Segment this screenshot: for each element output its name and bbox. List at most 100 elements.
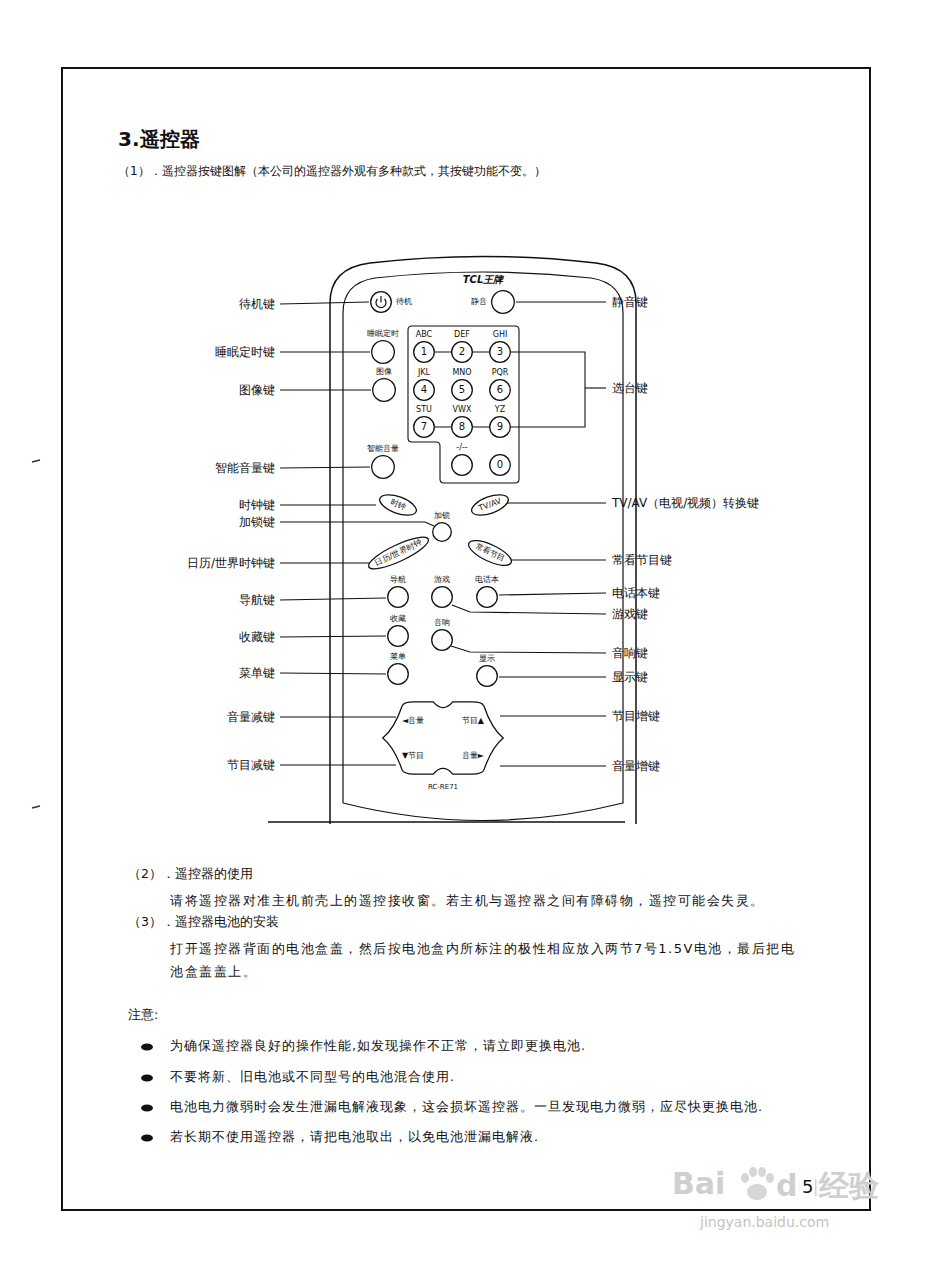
round-key: 游戏 [431,586,453,608]
key-label: 待机 [396,298,412,306]
callout-label: 节目减键 [227,757,275,774]
callout-label: 音量增键 [612,758,660,775]
key-label: JKL [418,369,430,377]
callout-label: 静音键 [612,294,648,311]
callout-label: 音响键 [612,645,648,662]
oval-key: 日历/世界时钟 [364,531,432,576]
page-border [62,68,870,1210]
callout-label: 待机键 [239,296,275,313]
page-number: 5 [800,1176,815,1197]
leader-line [280,598,386,600]
watermark-paw [741,1167,774,1200]
key-label: GHI [493,331,508,339]
watermark: jingyan.baidu.com [700,1214,829,1230]
leader-line [280,504,376,505]
key-label: 加锁 [434,512,450,520]
key-label: 静音 [471,298,487,306]
callout-label: 收藏键 [239,629,275,646]
round-key: 导航 [387,586,409,608]
note-item: 若长期不使用遥控器，请把电池取出，以免电池泄漏电解液. [170,1129,539,1146]
leader-line [280,716,396,717]
note-item: 为确保遥控器良好的操作性能,如发现操作不正常，请立即更换电池. [170,1038,586,1055]
scan-mark [32,806,40,808]
key-label: MNO [452,369,471,377]
leader-line [451,646,606,653]
note-item: 不要将新、旧电池或不同型号的电池混合使用. [170,1069,455,1086]
remote-body: TCL王牌待机静音睡眠定时图像ABC1DEF2GHI3JKL4MNO5PQR6S… [330,258,636,824]
leader-line [516,301,606,302]
remote-cut-line [268,821,625,822]
model-number: RC-RE71 [428,783,458,791]
pad-key-label: ▼节目 [402,752,424,760]
leader-line [280,562,374,563]
oval-key: 常看节目 [464,535,515,572]
key-label: -/-- [456,444,467,452]
round-key: 静音 [491,290,515,314]
leader-lines [280,302,606,766]
leader-line [499,593,606,595]
subheading: （1）．遥控器按键图解（本公司的遥控器外观有多种款式，其按键功能不变。） [118,163,546,180]
leader-line [424,352,585,427]
round-key: 待机 [370,291,392,313]
body-text: 请将遥控器对准主机前壳上的遥控接收窗。若主机与遥控器之间有障碍物，遥控可能会失灵… [170,889,830,912]
body-text: 打开遥控器背面的电池盒盖，然后按电池盒内所标注的极性相应放入两节7号1.5V电池… [170,937,802,983]
round-key: PQR6 [489,379,511,401]
key-digit: 3 [497,347,503,357]
leader-line [499,676,606,677]
callout-label: 常看节目键 [612,552,672,569]
round-key: GHI3 [489,341,511,363]
callout-label: 睡眠定时键 [215,344,275,361]
key-label: DEF [454,331,470,339]
watermark: du经验 [776,1166,879,1207]
key-label: 显示 [479,655,495,663]
key-label: STU [416,406,432,414]
brand-logo: TCL王牌 [463,275,504,285]
leader-line [280,351,370,352]
note-heading: 注意: [128,1007,158,1024]
page-heading: 3.遥控器 [118,126,200,153]
round-key: MNO5 [451,379,473,401]
key-digit: 6 [497,385,503,395]
key-label: VWX [453,406,472,414]
leader-line [280,467,370,468]
callout-label: TV/AV（电视/视频）转换键 [612,495,759,512]
oval-key: TV/AV [468,490,512,521]
bullet-mark [141,1105,153,1112]
round-key: 智能音量 [371,455,395,479]
leader-line [280,522,434,526]
key-label: YZ [495,406,505,414]
bullet-mark [141,1135,153,1142]
oval-key: 时钟 [376,490,420,521]
round-key: 加锁 [432,522,452,542]
callout-label: 图像键 [239,382,275,399]
callout-label: 显示键 [612,669,648,686]
round-key: 菜单 [387,663,409,685]
leader-line [280,636,386,637]
key-label: 电话本 [475,576,499,584]
leader-line [508,559,606,560]
round-key: 收藏 [387,625,409,647]
leader-line [280,302,369,304]
callout-label: 电话本键 [612,585,660,602]
leader-line [506,502,606,503]
callout-label: 智能音量键 [215,460,275,477]
round-key: ABC1 [413,341,435,363]
key-digit: 9 [497,422,503,432]
bullet-mark [141,1075,153,1082]
callout-label: 游戏键 [612,606,648,623]
key-label: 智能音量 [367,445,399,453]
round-key: 显示 [476,665,498,687]
section-heading: （3）．遥控器电池的安装 [128,914,279,931]
round-key: STU7 [413,416,435,438]
key-label: PQR [492,369,509,377]
key-label: ABC [416,331,432,339]
leader-line [500,715,606,716]
round-key: VWX8 [451,416,473,438]
callout-label: 音量减键 [227,709,275,726]
section-heading: （2）．遥控器的使用 [128,866,253,883]
round-key: DEF2 [451,341,473,363]
bullet-mark [141,1044,153,1051]
callout-label: 日历/世界时钟键 [187,555,275,572]
round-key: 电话本 [476,586,498,608]
round-key: YZ9 [489,416,511,438]
